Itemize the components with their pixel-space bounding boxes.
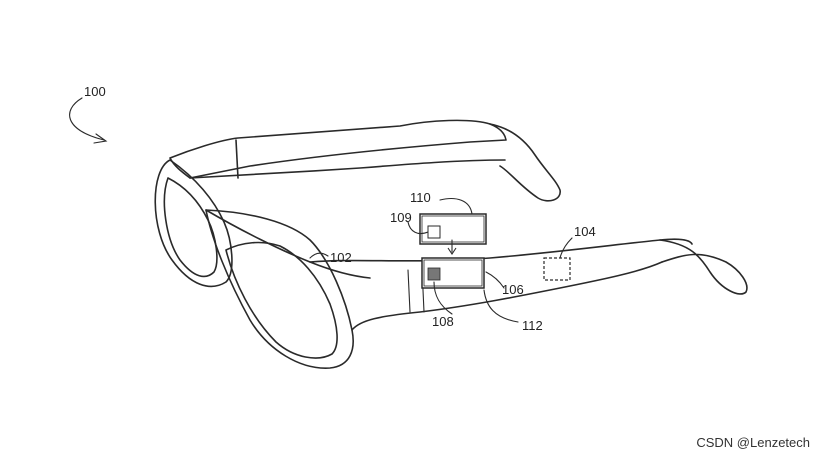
right-lens-inner xyxy=(225,241,338,359)
element-108-shaded xyxy=(427,267,441,281)
component-104-dashed xyxy=(543,257,571,281)
frame-joint xyxy=(235,139,239,179)
ref-104-leader xyxy=(559,237,573,259)
ref-109-leader xyxy=(407,221,429,235)
ref-112-leader xyxy=(483,289,519,323)
module-106 xyxy=(421,257,485,289)
front-frame-outline xyxy=(169,119,507,179)
near-temple-end xyxy=(659,239,748,295)
left-lens-inner xyxy=(163,177,218,278)
attach-arrow-head xyxy=(447,247,457,255)
module-106-inner xyxy=(423,259,483,287)
ref-108-label: 108 xyxy=(432,314,454,329)
far-temple-top xyxy=(489,123,561,202)
near-temple-bottom xyxy=(351,261,663,331)
ref-102-leader xyxy=(309,252,329,259)
top-brow-band xyxy=(189,159,506,179)
ref-106-leader xyxy=(485,271,505,289)
near-temple-top xyxy=(309,238,693,263)
ref-110-label: 110 xyxy=(410,190,431,205)
ref-100-label: 100 xyxy=(84,84,106,99)
ref-112-label: 112 xyxy=(522,318,543,333)
ref-108-leader xyxy=(433,281,453,315)
frame-lower-edge xyxy=(205,209,371,279)
temple-hinge-line-1 xyxy=(407,269,411,313)
ref-106-label: 106 xyxy=(502,282,524,297)
ref-109-label: 109 xyxy=(390,210,412,225)
left-lens-outer xyxy=(154,159,233,288)
ref-102-label: 102 xyxy=(330,250,352,265)
module-110-inner xyxy=(421,215,485,243)
ref-100-arrowhead xyxy=(93,133,108,144)
element-109-square xyxy=(427,225,441,239)
ref-110-leader xyxy=(439,197,473,215)
ref-104-label: 104 xyxy=(574,224,596,239)
ref-100-arrow xyxy=(69,97,105,141)
watermark: CSDN @Lenzetech xyxy=(696,435,810,450)
right-lens-outer xyxy=(205,209,354,369)
